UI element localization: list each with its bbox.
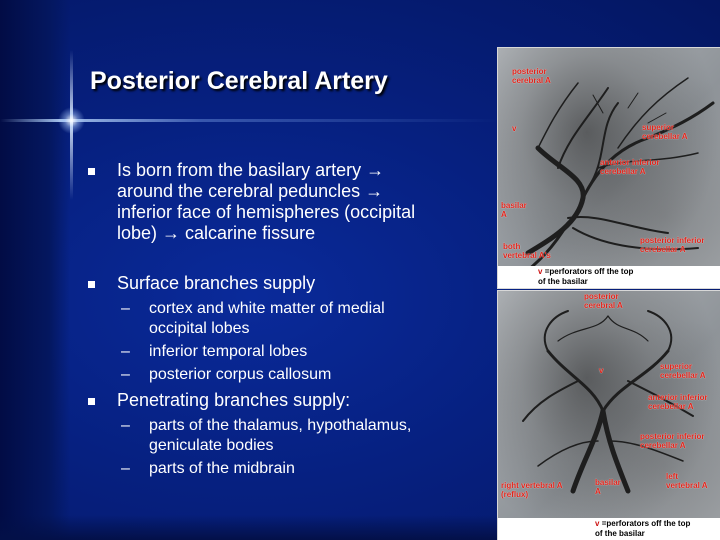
sub-line: occipital lobes [149,320,250,337]
bullet-marker [88,281,95,288]
label-perforator-v: v [512,124,517,133]
bullet-item: Surface branches supply [88,273,493,294]
sub-line: cortex and white matter of medial [149,300,385,317]
sub-dash: – [121,366,130,383]
angiogram-texture [498,48,720,288]
sub-item: – parts of the thalamus, hypothalamus, g… [121,416,493,456]
bullet-text: Penetrating branches supply: [117,390,351,410]
angiogram-texture [498,291,720,540]
bullet-marker [88,398,95,405]
sub-dash: – [121,460,130,477]
bullet-item: Penetrating branches supply: [88,390,493,411]
left-dark-band [0,0,70,540]
sub-line: parts of the midbrain [149,460,295,477]
bullet-line: around the cerebral peduncles → [117,181,384,201]
sub-list: – cortex and white matter of medial occi… [121,299,493,385]
sub-list: – parts of the thalamus, hypothalamus, g… [121,416,493,479]
bullet-list: Is born from the basilary artery → aroun… [88,160,493,479]
bullet-line: inferior face of hemispheres (occipital [117,202,416,222]
lens-flare-horizontal [0,119,500,122]
sub-dash: – [121,300,130,317]
sub-item: – cortex and white matter of medial occi… [121,299,493,339]
image-caption: v =perforators off the top of the basila… [498,518,720,540]
image-caption: v =perforators off the top of the basila… [498,266,720,288]
bullet-line: lobe) → calcarine fissure [117,223,316,243]
lens-flare-glow [58,107,85,134]
bullet-marker [88,168,95,175]
bullet-text: Surface branches supply [117,273,316,293]
label-right-vertebral: right vertebral A(reflux) [501,481,563,499]
bullet-line: Is born from the basilary artery → [117,160,385,180]
sub-item: – posterior corpus callosum [121,365,493,385]
slide-title: Posterior Cerebral Artery [90,67,388,95]
sub-line: inferior temporal lobes [149,343,308,360]
label-perforator-v: v [599,366,604,375]
sub-line: parts of the thalamus, hypothalamus, [149,417,412,434]
sub-dash: – [121,417,130,434]
vessel-drawing [522,310,694,494]
sub-line: geniculate bodies [149,437,274,454]
vessel-drawing [516,77,715,280]
sub-dash: – [121,343,130,360]
sub-item: – parts of the midbrain [121,459,493,479]
sub-item: – inferior temporal lobes [121,342,493,362]
bullet-item: Is born from the basilary artery → aroun… [88,160,493,244]
sub-line: posterior corpus callosum [149,366,332,383]
bullet-text: Is born from the basilary artery → aroun… [117,160,415,244]
